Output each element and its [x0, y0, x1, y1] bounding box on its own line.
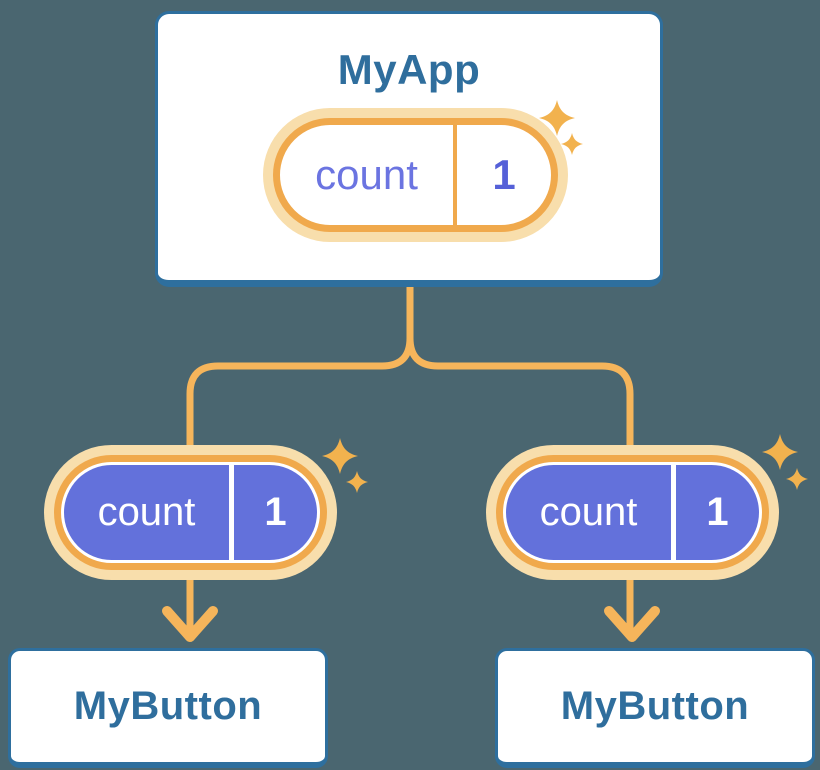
mybutton-card-right: MyButton	[495, 648, 815, 768]
prop-pill-ring: count 1	[54, 455, 327, 570]
sparkle-icon	[561, 133, 583, 155]
pill-value: 1	[706, 490, 729, 534]
pill-value: 1	[492, 151, 516, 198]
pill-label: count	[97, 490, 196, 534]
branch-line-right	[406, 287, 634, 630]
pill-divider	[453, 125, 457, 225]
pill-label: count	[539, 490, 638, 534]
prop-pill-right: count 1	[486, 445, 779, 580]
sparkle-icon	[762, 434, 798, 470]
arrow-down-icon-left	[162, 606, 218, 642]
pill-value: 1	[264, 490, 287, 534]
mybutton-card-left: MyButton	[8, 648, 328, 768]
sparkle-icon	[322, 438, 358, 474]
arrow-down-icon-right	[604, 606, 660, 642]
sparkle-icon	[539, 100, 575, 136]
prop-pill-ring: count 1	[496, 455, 769, 570]
pill-divider	[671, 465, 676, 560]
mybutton-title: MyButton	[73, 684, 263, 728]
prop-pill-fill: count 1	[506, 465, 759, 560]
pill-label: count	[315, 151, 418, 198]
state-pill-ring: count 1	[273, 118, 558, 232]
state-pill: count 1	[263, 108, 568, 242]
sparkle-icon	[786, 468, 808, 490]
sparkle-icon	[346, 471, 368, 493]
myapp-title: MyApp	[337, 46, 481, 93]
pill-divider	[229, 465, 234, 560]
prop-pill-left: count 1	[44, 445, 337, 580]
prop-pill-fill: count 1	[64, 465, 317, 560]
mybutton-title: MyButton	[560, 684, 750, 728]
